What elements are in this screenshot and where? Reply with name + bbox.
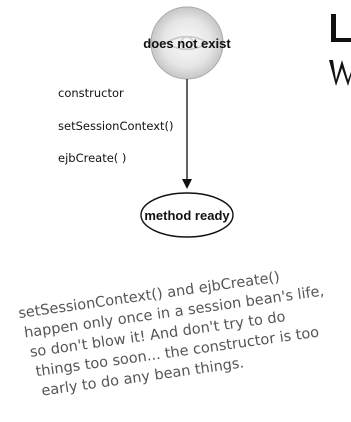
state-label-method-ready: method ready (144, 208, 230, 223)
handwritten-note: setSessionContext() and ejbCreate() happ… (17, 270, 325, 400)
method-ejb-create: ejbCreate( ) (58, 151, 126, 165)
eye-icon (164, 35, 210, 51)
cropped-heading-glyphs (329, 14, 351, 86)
transition-methods: constructor setSessionContext() ejbCreat… (58, 86, 173, 165)
transition-arrow (182, 79, 192, 189)
cropped-glyph-2 (329, 60, 351, 86)
state-label-does-not-exist: does not exist (143, 36, 231, 51)
method-constructor: constructor (58, 86, 124, 100)
pupil-icon (180, 36, 194, 50)
method-set-session-context: setSessionContext() (58, 119, 173, 133)
cropped-glyph-1 (331, 14, 351, 42)
does-not-exist-state: does not exist (143, 6, 231, 80)
state-ellipse (140, 192, 234, 238)
arrow-head-icon (182, 179, 192, 189)
method-ready-state: method ready (140, 192, 234, 238)
